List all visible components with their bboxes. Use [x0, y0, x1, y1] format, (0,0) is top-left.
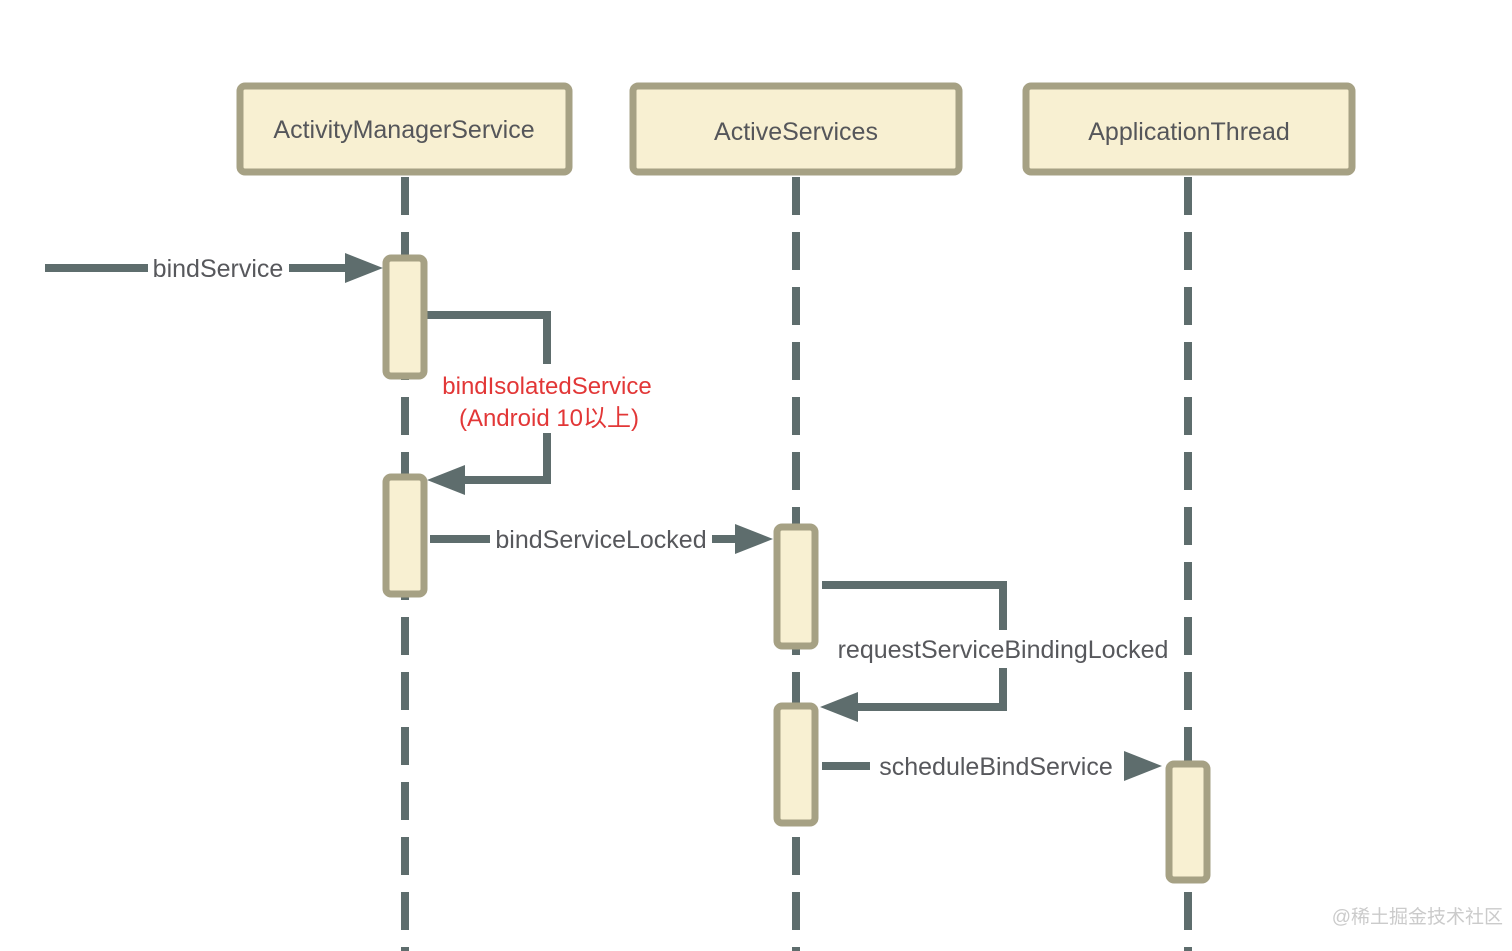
participant-activeservices: ActiveServices: [629, 82, 963, 176]
participant-box-activeservices: [629, 82, 963, 176]
message-label-bind-isolated-service: bindIsolatedService: [442, 373, 651, 400]
message-bind-service: bindService: [45, 253, 383, 283]
participant-label-activitymanagerservice: ActivityManagerService: [273, 116, 534, 144]
activation-ams-1: [382, 254, 428, 380]
message-label-schedule-bind-service: scheduleBindService: [879, 753, 1112, 781]
activation-activeservices-2: [773, 702, 819, 827]
arrowhead-right-icon: [345, 253, 383, 283]
message-note-android10: (Android 10以上): [459, 405, 639, 432]
arrowhead-right-icon: [735, 524, 773, 554]
message-bind-service-locked: bindServiceLocked: [430, 524, 773, 554]
message-label-bind-service-locked: bindServiceLocked: [495, 526, 706, 554]
activation-ams-2: [382, 473, 428, 598]
activation-applicationthread-1: [1165, 760, 1211, 884]
message-label-request-service-binding-locked: requestServiceBindingLocked: [838, 636, 1169, 664]
message-schedule-bind-service: scheduleBindService: [822, 751, 1162, 781]
message-line: [464, 433, 551, 484]
message-line: [822, 581, 1007, 630]
arrowhead-right-icon: [1124, 751, 1162, 781]
participant-label-activeservices: ActiveServices: [714, 118, 878, 146]
arrowhead-left-icon: [820, 692, 858, 722]
participant-activitymanagerservice: ActivityManagerService: [236, 82, 573, 176]
message-label-bind-service: bindService: [153, 255, 284, 283]
activation-activeservices-1: [773, 523, 819, 650]
participant-label-applicationthread: ApplicationThread: [1088, 118, 1290, 146]
participant-box-activitymanagerservice: [236, 82, 573, 176]
message-line: [427, 311, 551, 364]
watermark-juejin: @稀土掘金技术社区: [1332, 906, 1503, 928]
message-request-service-binding-locked: requestServiceBindingLocked: [820, 581, 1169, 722]
arrowhead-left-icon: [427, 465, 465, 495]
participant-box-applicationthread: [1022, 82, 1356, 176]
message-bind-isolated-service: bindIsolatedService (Android 10以上): [427, 311, 652, 495]
message-line: [857, 668, 1007, 711]
participant-applicationthread: ApplicationThread: [1022, 82, 1356, 176]
